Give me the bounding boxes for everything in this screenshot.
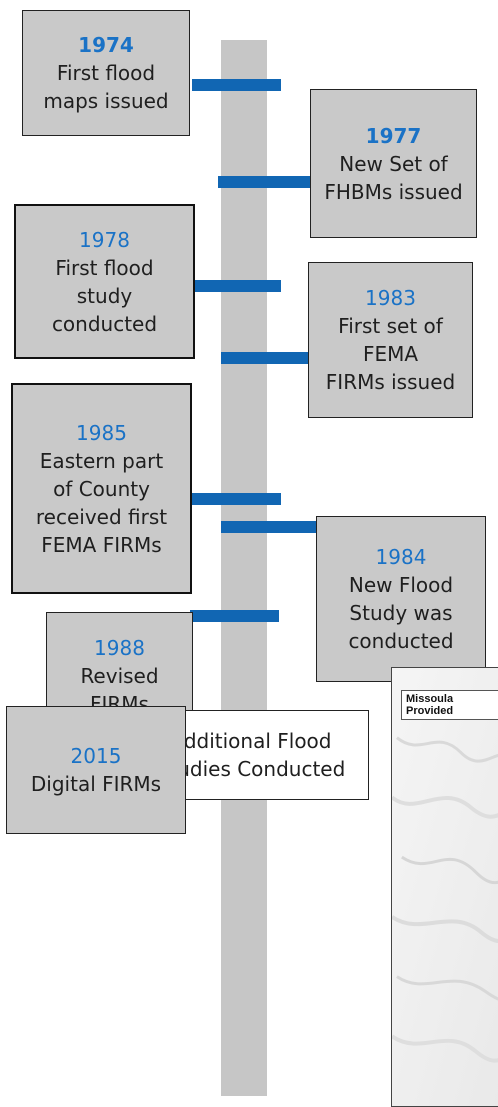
event-text-1978-line-1: First flood — [55, 255, 154, 280]
event-text-1978-line-2: study — [76, 283, 133, 308]
event-box-1984: 1984 New Flood Study was conducted — [316, 516, 486, 682]
event-text-1983-line-3: FIRMs issued — [325, 370, 456, 394]
event-box-1977: 1977 New Set of FHBMs issued — [310, 89, 477, 238]
map-title-line-1: Missoula — [406, 693, 454, 705]
event-text-1977-line-1: New Set of — [339, 151, 448, 176]
event-year-1977: 1977 — [365, 123, 422, 148]
map-title-line-2: Provided — [406, 705, 454, 717]
event-year-1984: 1984 — [375, 545, 427, 569]
event-year-1985: 1985 — [76, 420, 127, 445]
event-text-1984-line-2: Study was — [349, 601, 453, 625]
terrain-relief-image — [392, 668, 498, 1106]
map-title-label: Missoula Provided — [401, 690, 498, 720]
event-box-2015: 2015 Digital FIRMs — [6, 706, 186, 834]
connector-1988 — [190, 610, 279, 622]
event-box-1983: 1983 First set of FEMA FIRMs issued — [308, 262, 473, 418]
connector-1984 — [221, 521, 316, 533]
connector-1985 — [192, 493, 281, 505]
event-text-1983-line-2: FEMA — [362, 342, 419, 366]
event-text-1983-line-1: First set of — [338, 314, 443, 338]
event-year-2015: 2015 — [70, 744, 122, 768]
connector-1978 — [192, 280, 281, 292]
event-text-1984-line-1: New Flood — [348, 573, 454, 597]
event-year-1988: 1988 — [94, 635, 145, 660]
event-text-2015-line-1: Digital FIRMs — [30, 772, 162, 796]
event-text-1974-line-2: maps issued — [43, 89, 169, 113]
additional-studies-line-2: Studies Conducted — [156, 757, 346, 781]
connector-1974 — [192, 79, 281, 91]
event-box-1978: 1978 First flood study conducted — [14, 204, 195, 359]
event-text-1974-line-1: First flood — [56, 61, 156, 85]
event-text-1977-line-2: FHBMs issued — [324, 179, 463, 204]
event-box-1985: 1985 Eastern part of County received fir… — [11, 383, 192, 594]
additional-studies-line-1: Additional Flood — [170, 729, 332, 753]
event-year-1974: 1974 — [78, 33, 134, 57]
event-year-1983: 1983 — [365, 286, 416, 310]
event-text-1988-line-1: Revised — [80, 663, 159, 688]
county-map-thumbnail: Missoula Provided — [391, 667, 498, 1107]
event-box-1974: 1974 First flood maps issued — [22, 10, 190, 136]
event-text-1985-line-1: Eastern part — [39, 448, 164, 473]
timeline-spine — [221, 40, 267, 1096]
connector-1983 — [221, 352, 310, 364]
event-text-1985-line-4: FEMA FIRMs — [41, 532, 162, 557]
event-text-1985-line-2: of County — [53, 476, 150, 501]
event-text-1978-line-3: conducted — [51, 311, 158, 336]
event-text-1984-line-3: conducted — [348, 629, 454, 653]
event-text-1985-line-3: received first — [35, 504, 168, 529]
event-year-1978: 1978 — [79, 227, 130, 252]
connector-1977 — [218, 176, 311, 188]
